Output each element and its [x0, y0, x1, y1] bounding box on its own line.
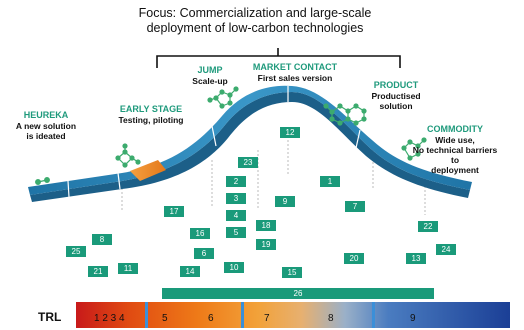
trl-label: TRL	[38, 310, 62, 324]
focus-heading: Focus: Commercialization and large-scale…	[120, 6, 390, 36]
project-box-16: 16	[190, 228, 210, 239]
project-box-25: 25	[66, 246, 86, 257]
stage-desc-commodity-line-1: Wide use,	[435, 135, 475, 145]
stage-desc-heureka-line-1: A new solution	[15, 121, 77, 131]
focus-bracket	[156, 48, 401, 68]
project-box-2: 2	[226, 176, 246, 187]
focus-line-2: deployment of low-carbon technologies	[146, 21, 364, 35]
trl-level-7: 7	[264, 313, 270, 324]
stage-desc-jump: Scale-up	[192, 76, 228, 86]
project-box-17: 17	[164, 206, 184, 217]
trl-divider	[372, 302, 375, 328]
project-box-3: 3	[226, 193, 246, 204]
project-box-10: 10	[224, 262, 244, 273]
stage-title-early-stage: EARLY STAGE	[119, 104, 183, 114]
stage-title-market-contact: MARKET CONTACT	[252, 62, 338, 72]
early-stage-segment	[130, 160, 166, 181]
stage-desc-product: Productised solution	[364, 91, 428, 111]
curve-segment-joints	[67, 86, 361, 198]
project-box-19: 19	[256, 239, 276, 250]
molecule-icon-commodity	[401, 137, 427, 161]
project-bar-26: 26	[162, 288, 434, 299]
stage-desc-heureka-line-2: is ideated	[26, 131, 66, 141]
stage-desc-market-contact: First sales version	[257, 73, 333, 83]
molecule-icon-product	[323, 103, 367, 126]
project-box-20: 20	[344, 253, 364, 264]
project-box-21: 21	[88, 266, 108, 277]
project-box-23: 23	[238, 157, 258, 168]
trl-level-1-4: 1 2 3 4	[94, 313, 125, 324]
molecule-icon-heureka	[35, 177, 50, 185]
project-box-8: 8	[92, 234, 112, 245]
curve-underside	[30, 92, 470, 202]
stage-desc-early-stage: Testing, piloting	[118, 115, 184, 125]
stage-desc-product-line-2: solution	[379, 101, 413, 111]
project-box-9: 9	[275, 196, 295, 207]
stage-desc-commodity-line-2: No technical barriers	[412, 145, 498, 155]
trl-level-6: 6	[208, 313, 214, 324]
stage-desc-product-line-1: Productised	[371, 91, 421, 101]
molecule-icon-jump	[207, 86, 239, 109]
curve-top	[28, 85, 472, 195]
project-box-15: 15	[282, 267, 302, 278]
project-box-5: 5	[226, 227, 246, 238]
trl-divider	[145, 302, 148, 328]
project-box-14: 14	[180, 266, 200, 277]
trl-divider	[241, 302, 244, 328]
stage-title-product: PRODUCT	[373, 80, 419, 90]
stage-desc-commodity-line-3: to	[450, 155, 460, 165]
focus-line-1: Focus: Commercialization and large-scale	[138, 6, 372, 20]
stage-desc-commodity: Wide use, No technical barriers to deplo…	[400, 135, 510, 175]
project-box-4: 4	[226, 210, 246, 221]
project-box-6: 6	[194, 248, 214, 259]
stage-title-jump: JUMP	[197, 65, 223, 75]
project-box-11: 11	[118, 263, 138, 274]
project-box-24: 24	[436, 244, 456, 255]
trl-level-8: 8	[328, 313, 334, 324]
trl-level-9: 9	[410, 313, 416, 324]
project-box-7: 7	[345, 201, 365, 212]
molecule-icon-early-stage	[115, 143, 141, 168]
stage-title-commodity: COMMODITY	[427, 124, 483, 134]
trl-scale-bar: 1 2 3 4 5 6 7 8 9	[76, 302, 510, 328]
project-box-12: 12	[280, 127, 300, 138]
project-box-18: 18	[256, 220, 276, 231]
trl-level-5: 5	[162, 313, 168, 324]
project-box-22: 22	[418, 221, 438, 232]
stage-desc-commodity-line-4: deployment	[431, 165, 479, 175]
project-box-1: 1	[320, 176, 340, 187]
project-box-13: 13	[406, 253, 426, 264]
stage-title-heureka: HEUREKA	[23, 110, 69, 120]
stage-desc-heureka: A new solution is ideated	[6, 121, 86, 141]
